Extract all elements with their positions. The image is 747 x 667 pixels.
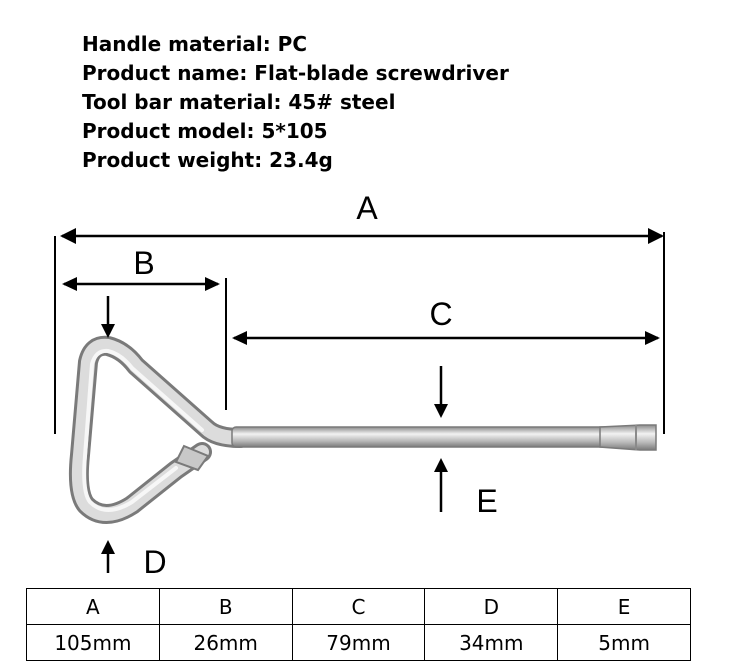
- label-b: B: [133, 245, 154, 281]
- arrow-d-bottom-head: [101, 540, 115, 554]
- dimension-table: A B C D E 105mm 26mm 79mm 34mm 5mm: [26, 588, 691, 661]
- label-d: D: [143, 544, 166, 580]
- spec-handle-material: Handle material: PC: [82, 32, 307, 56]
- table-header-cell: A: [26, 588, 160, 625]
- table-header-cell: C: [291, 588, 426, 625]
- spec-product-name: Product name: Flat-blade screwdriver: [82, 61, 509, 85]
- screwdriver-illustration: [68, 335, 657, 524]
- table-row: 105mm 26mm 79mm 34mm 5mm: [26, 624, 691, 661]
- table-cell: 105mm: [26, 624, 160, 661]
- label-c: C: [429, 296, 452, 332]
- table-cell: 5mm: [557, 624, 691, 661]
- blade-tip: [599, 424, 657, 451]
- spec-tool-bar-material: Tool bar material: 45# steel: [82, 90, 396, 114]
- table-cell: 79mm: [291, 624, 426, 661]
- dimension-drawing: A B C D E: [54, 190, 665, 580]
- arrowhead-a-left: [60, 228, 76, 244]
- arrowhead-b-right: [205, 277, 220, 291]
- arrowhead-a-right: [648, 228, 664, 244]
- arrow-e-bottom-head: [434, 458, 448, 472]
- handle-loop-body: [71, 338, 247, 521]
- table-header-row: A B C D E: [26, 588, 691, 625]
- table-header-cell: D: [424, 588, 559, 625]
- table-header-cell: B: [158, 588, 293, 625]
- spec-product-model: Product model: 5*105: [82, 119, 328, 143]
- shaft: [231, 426, 643, 448]
- arrowhead-c-left: [232, 331, 247, 345]
- arrow-e-top-head: [434, 404, 448, 418]
- table-cell: 26mm: [158, 624, 293, 661]
- spec-product-weight: Product weight: 23.4g: [82, 148, 333, 172]
- arrow-d-top-head: [101, 324, 115, 338]
- arrowhead-c-right: [645, 331, 660, 345]
- handle-loop-highlight: [82, 348, 204, 512]
- label-e: E: [476, 483, 497, 519]
- arrowhead-b-left: [62, 277, 77, 291]
- table-cell: 34mm: [424, 624, 559, 661]
- label-a: A: [356, 190, 378, 226]
- spec-list: Handle material: PC Product name: Flat-b…: [82, 30, 682, 175]
- table-header-cell: E: [557, 588, 691, 625]
- handle-loop-end: [174, 444, 210, 472]
